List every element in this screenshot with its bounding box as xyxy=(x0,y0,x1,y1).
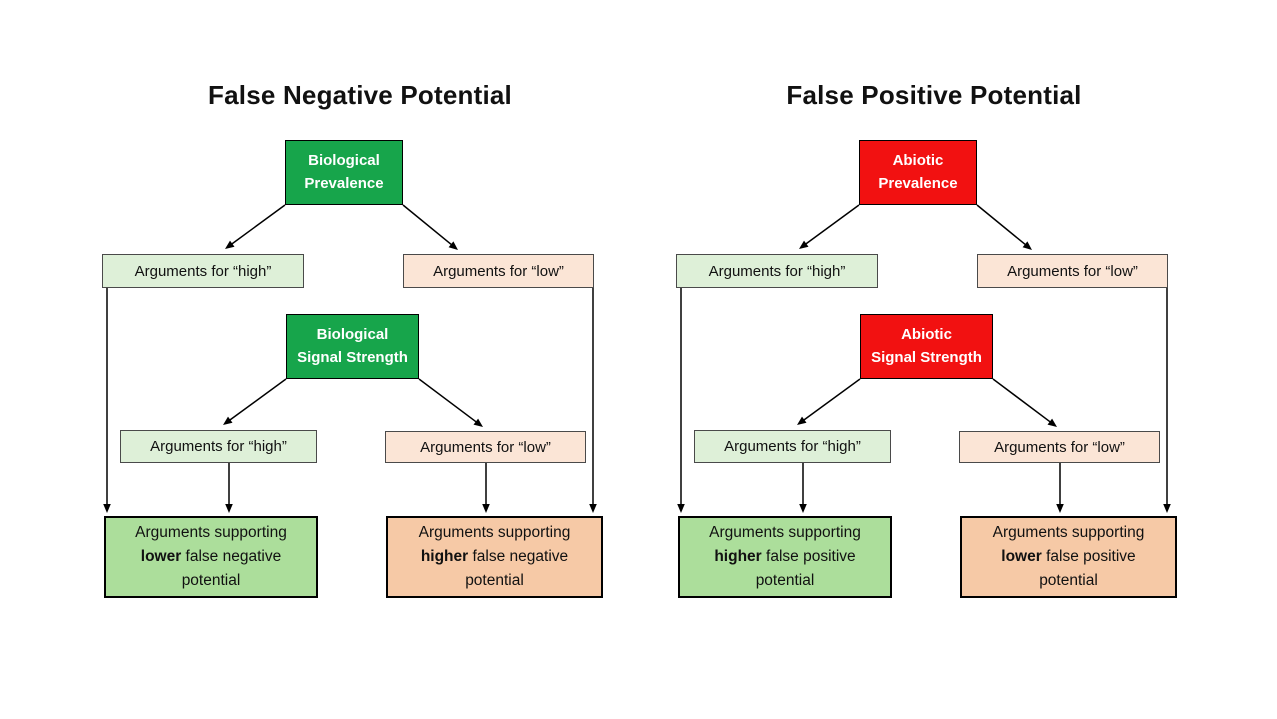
arguments-low-prevalence: Arguments for “low” xyxy=(977,254,1168,288)
outcome-node-right: Arguments supporting higher false negati… xyxy=(386,516,603,598)
prevalence-line2: Prevalence xyxy=(878,174,958,192)
outcome-bold-word: lower xyxy=(1001,547,1042,565)
arrow-signal-to-low xyxy=(992,378,1052,424)
prevalence-node: Biological Prevalence xyxy=(285,140,403,205)
arrowhead xyxy=(448,241,458,250)
outcome-node-left: Arguments supporting lower false negativ… xyxy=(104,516,318,598)
prevalence-node: Abiotic Prevalence xyxy=(859,140,977,205)
signal-strength-node: Biological Signal Strength xyxy=(286,314,419,379)
arrow-signal-to-high xyxy=(228,378,287,422)
arrowhead xyxy=(103,504,111,513)
arrowhead xyxy=(799,504,807,513)
prevalence-line2: Prevalence xyxy=(304,174,384,192)
arrowhead xyxy=(225,240,235,249)
outcome-line2-rest: false positive xyxy=(1041,547,1136,565)
panel-false-positive: False Positive Potential Abiotic Prevale… xyxy=(634,75,1194,620)
signal-strength-node: Abiotic Signal Strength xyxy=(860,314,993,379)
outcome-bold-word: higher xyxy=(420,547,469,565)
arrowhead xyxy=(1163,504,1171,513)
arrowhead xyxy=(482,504,490,513)
outcome-line3: potential xyxy=(465,572,524,589)
arrowhead xyxy=(589,504,597,513)
arrowhead xyxy=(1047,418,1057,427)
arrowhead xyxy=(797,416,807,425)
signal-line2: Signal Strength xyxy=(297,348,408,366)
arguments-high-signal: Arguments for “high” xyxy=(694,430,891,463)
prevalence-line1: Biological xyxy=(308,152,380,169)
arrow-signal-to-low xyxy=(418,378,478,424)
signal-line1: Abiotic xyxy=(901,326,952,343)
arrowhead xyxy=(799,240,809,249)
arguments-low-signal: Arguments for “low” xyxy=(385,431,586,463)
prevalence-line1: Abiotic xyxy=(892,152,944,169)
panel-false-negative: False Negative Potential Biological Prev… xyxy=(60,75,620,620)
arrowhead xyxy=(1056,504,1064,513)
arguments-high-prevalence: Arguments for “high” xyxy=(102,254,304,288)
outcome-node-left: Arguments supporting higher false positi… xyxy=(678,516,892,598)
outcome-bold-word: lower xyxy=(140,547,182,565)
arguments-low-signal: Arguments for “low” xyxy=(959,431,1160,463)
outcome-bold-word: higher xyxy=(714,547,762,565)
arrowhead xyxy=(677,504,685,513)
outcome-node-right: Arguments supporting lower false positiv… xyxy=(960,516,1177,598)
panel-title: False Positive Potential xyxy=(786,80,1082,110)
outcome-line2-rest: false negative xyxy=(468,547,569,565)
arguments-low-prevalence: Arguments for “low” xyxy=(403,254,594,288)
signal-line2: Signal Strength xyxy=(871,348,982,366)
arrow-prevalence-to-low xyxy=(976,204,1028,247)
outcome-line2-rest: false negative xyxy=(181,547,282,565)
panel-title: False Negative Potential xyxy=(208,80,512,110)
arrowhead xyxy=(473,418,483,427)
outcome-line1: Arguments supporting xyxy=(418,523,571,541)
arrow-signal-to-high xyxy=(802,378,861,422)
arguments-high-prevalence: Arguments for “high” xyxy=(676,254,878,288)
arrow-prevalence-to-high xyxy=(804,204,860,246)
arrowhead xyxy=(223,416,233,425)
arrowhead xyxy=(225,504,233,513)
signal-line1: Biological xyxy=(316,326,389,343)
outcome-line3: potential xyxy=(755,572,815,589)
outcome-line1: Arguments supporting xyxy=(135,523,287,541)
outcome-line2-rest: false positive xyxy=(761,547,856,565)
arguments-high-signal: Arguments for “high” xyxy=(120,430,317,463)
outcome-line1: Arguments supporting xyxy=(992,523,1145,541)
arrow-prevalence-to-low xyxy=(402,204,454,247)
arrowhead xyxy=(1022,241,1032,250)
outcome-line1: Arguments supporting xyxy=(709,523,861,541)
outcome-line3: potential xyxy=(181,572,241,589)
outcome-line3: potential xyxy=(1039,572,1098,589)
arrow-prevalence-to-high xyxy=(230,204,286,246)
